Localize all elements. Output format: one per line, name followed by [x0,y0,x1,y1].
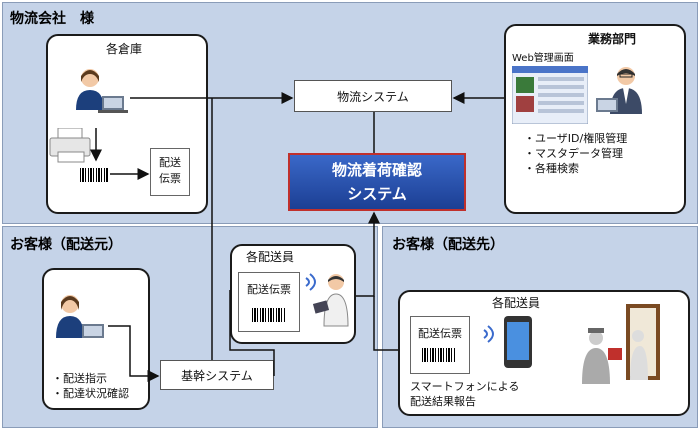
driver-bottom-caption-1: スマートフォンによる [410,380,520,393]
delivery-confirmation-system: 物流着荷確認 システム [288,153,466,211]
driver-bottom-title: 各配送員 [492,296,541,310]
business-dept-title: 業務部門 [588,32,637,46]
driver-top-barcode [252,308,286,322]
warehouse-title: 各倉庫 [106,42,143,56]
business-item-2: ・マスタデータ管理 [524,147,623,160]
smartphone-icon [483,316,532,368]
shipper-operator-icon [56,295,104,338]
web-admin-screen-icon [512,66,588,124]
shipper-title: お客様（配送元） [10,237,122,253]
logistics-system-box: 物流システム [294,80,452,112]
driver-bottom-caption-2: 配送結果報告 [410,395,476,408]
driver-bottom-slip: 配送伝票 [410,316,470,374]
warehouse-operator-icon [76,69,128,113]
printer-icon [49,128,91,163]
driver-bottom-barcode [422,348,456,362]
delivery-driver-icon [305,273,349,327]
business-item-1: ・ユーザID/権限管理 [524,132,628,145]
delivery-handover-icon [582,304,660,384]
company-title: 物流会社 様 [10,11,94,27]
driver-top-slip: 配送伝票 [238,272,300,332]
shipper-box [42,268,150,410]
shipper-item-2: ・配達状況確認 [52,387,129,400]
driver-top-title: 各配送員 [246,250,295,264]
business-item-3: ・各種検索 [524,162,579,175]
business-staff-icon [596,67,642,114]
shipper-item-1: ・配送指示 [52,372,107,385]
warehouse-barcode [80,168,108,182]
core-business-system-box: 基幹システム [160,360,274,390]
web-admin-label: Web管理画面 [512,53,574,64]
warehouse-slip: 配送 伝票 [150,148,190,196]
recipient-title: お客様（配送先） [392,237,504,253]
